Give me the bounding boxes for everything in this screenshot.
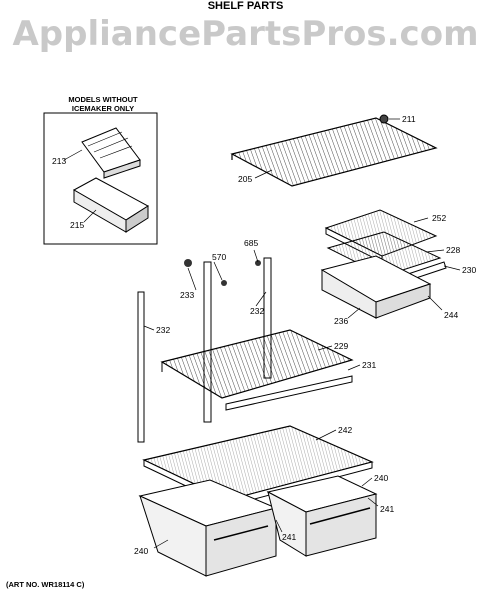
- part-label-240-right: 240: [374, 473, 388, 483]
- crisper-drawer-right-part: [266, 475, 378, 557]
- part-label-241-left: 241: [282, 532, 296, 542]
- part-label-213: 213: [52, 156, 66, 166]
- part-label-232-right: 232: [250, 306, 264, 316]
- freezer-wire-shelf-part: [230, 117, 438, 187]
- part-label-236: 236: [334, 316, 348, 326]
- part-label-685: 685: [244, 238, 258, 248]
- part-label-252: 252: [432, 213, 446, 223]
- part-label-242: 242: [338, 425, 352, 435]
- part-label-244: 244: [444, 310, 458, 320]
- rail-screw-part: [184, 259, 192, 267]
- part-label-228: 228: [446, 245, 460, 255]
- diagram-title: SHELF PARTS: [207, 0, 284, 12]
- part-label-570: 570: [212, 252, 226, 262]
- art-number: (ART NO. WR18114 C): [6, 580, 85, 589]
- part-label-240-left: 240: [134, 546, 148, 556]
- part-label-215: 215: [70, 220, 84, 230]
- part-label-230: 230: [462, 265, 476, 275]
- rail-fastener-part: [255, 260, 261, 266]
- part-label-231: 231: [362, 360, 376, 370]
- part-label-211: 211: [402, 114, 416, 124]
- part-label-205: 205: [238, 174, 252, 184]
- leader-lines: [63, 118, 461, 549]
- inset-title: MODELS WITHOUT ICEMAKER ONLY: [68, 95, 138, 113]
- part-label-229: 229: [334, 341, 348, 351]
- inset-box: [43, 112, 158, 245]
- snack-pan-part: [320, 255, 432, 319]
- fresh-food-wire-shelf-part: [160, 329, 354, 399]
- watermark: AppliancePartsPros.com: [12, 14, 479, 54]
- rail-clip-part: [221, 280, 227, 286]
- part-label-232-left: 232: [156, 325, 170, 335]
- crisper-drawer-left-part: [138, 479, 278, 577]
- ice-bin-part: [72, 177, 149, 233]
- shelf-front-trim-part: [225, 375, 353, 411]
- part-label-233: 233: [180, 290, 194, 300]
- ice-tray-part: [81, 127, 141, 179]
- part-label-241-right: 241: [380, 504, 394, 514]
- shelf-stop-part: [379, 114, 389, 124]
